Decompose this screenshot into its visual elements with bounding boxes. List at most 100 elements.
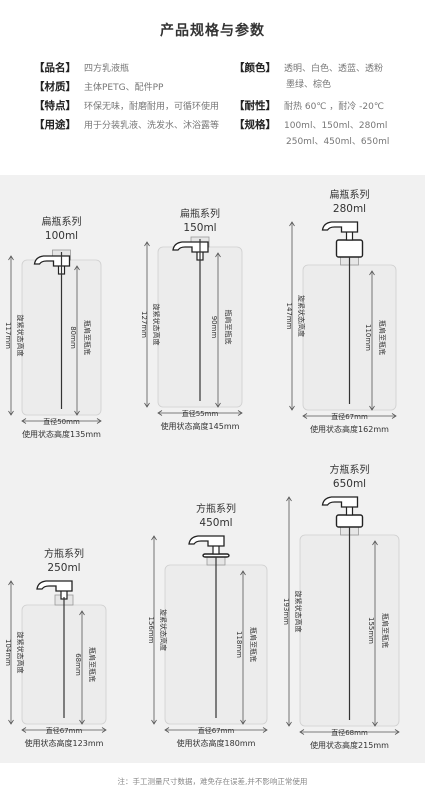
shoulder-dimension-caption: 瓶肩至瓶底 [378,320,387,355]
spec-color-value: 透明、白色、透蓝、透粉 [284,64,384,74]
bottle-capacity-label: 100ml [45,230,78,242]
height-dimension-label: 104mm [4,639,12,666]
height-dimension-caption: 旋紧状态高度 [294,591,303,633]
bottle-series-label: 方瓶系列 [196,502,236,515]
shoulder-dimension-caption: 瓶肩至瓶底 [249,627,258,662]
spec-material: 【材质】主体PETG、配件PP [34,81,163,94]
spec-feature: 【特点】环保无味，耐磨耐用，可循环使用 [34,100,219,113]
shoulder-dimension-line-head-top [240,570,246,576]
height-dimension-label: 127mm [140,311,148,338]
pump-head [172,241,209,253]
height-dimension-line-head-top [151,535,157,541]
use-height-label: 使用状态高度180mm [177,738,256,748]
spec-usage-value: 用于分装乳液、洗发水、沐浴露等 [84,121,220,131]
height-dimension-line-head-bottom [8,410,14,416]
height-dimension-line-head-top [8,580,14,586]
height-dimension-caption: 旋紧状态高度 [16,315,25,357]
bottle-series-label: 方瓶系列 [44,547,84,560]
spec-name-value: 四方乳液瓶 [84,64,130,74]
diameter-dimension-line-head-right [391,413,397,419]
spec-heat: 【耐性】耐热 60℃ ，耐冷 -20℃ [234,100,384,113]
shoulder-dimension-label: 68mm [74,653,82,676]
height-dimension-caption: 旋紧状态高度 [16,632,25,674]
spec-usage: 【用途】用于分装乳液、洗发水、沐浴露等 [34,119,219,132]
bottle-series-label: 扁瓶系列 [42,215,82,228]
shoulder-dimension-label: 80mm [69,326,77,349]
shoulder-dimension-line-head-bottom [240,719,246,725]
spec-material-value: 主体PETG、配件PP [84,83,164,93]
spec-feature-label: 【特点】 [34,100,76,112]
shoulder-dimension-label: 110mm [364,324,372,351]
bottle-capacity-label: 650ml [333,478,366,490]
footer-note: 注：手工测量尺寸数据，难免存在误差,并不影响正常使用 [0,763,425,800]
shoulder-dimension-line-head-bottom [215,402,221,408]
height-dimension-label: 147mm [285,303,293,330]
spec-size-label: 【规格】 [234,119,276,131]
spec-size-line2: 250ml、450ml、650ml [286,137,390,147]
bottle-series-label: 扁瓶系列 [330,188,370,201]
diameter-label: 直径68mm [331,728,368,737]
bottle-series-label: 扁瓶系列 [180,207,220,220]
pump-collar [335,514,364,528]
shoulder-dimension-line-head-top [372,540,378,546]
diameter-dimension-line-head-left [21,727,27,733]
pump-head [36,580,73,592]
diameter-label: 直径67mm [198,726,235,735]
use-height-label: 使用状态高度123mm [25,738,104,748]
spec-name: 【品名】四方乳液瓶 [34,62,129,75]
diameter-dimension-line-head-left [302,413,308,419]
diameter-label: 直径55mm [182,409,219,418]
shoulder-dimension-line-head-bottom [372,721,378,727]
shoulder-dimension-label: 90mm [210,316,218,339]
spec-usage-label: 【用途】 [34,119,76,131]
diameter-dimension-line-head-right [262,727,268,733]
height-dimension-caption: 旋紧状态高度 [297,295,306,337]
shoulder-dimension-line-head-top [215,252,221,258]
height-dimension-label: 156mm [147,617,155,644]
pump-collar [335,239,364,258]
page-title: 产品规格与参数 [160,23,265,39]
shoulder-dimension-line-head-top [79,610,85,616]
height-dimension-label: 117mm [4,322,12,349]
height-dimension-line-head-bottom [8,719,14,725]
spec-color: 【颜色】透明、白色、透蓝、透粉 [234,62,383,75]
diameter-dimension-line-head-left [299,729,305,735]
diameter-label: 直径67mm [46,726,83,735]
shoulder-dimension-caption: 瓶肩至瓶底 [83,320,92,355]
shoulder-dimension-line-head-top [74,265,80,271]
spec-feature-value: 环保无味，耐磨耐用，可循环使用 [84,102,220,112]
bottle-series-label: 方瓶系列 [330,463,370,476]
shoulder-dimension-label: 118mm [235,631,243,658]
shoulder-dimension-label: 155mm [367,617,375,644]
spec-name-label: 【品名】 [34,62,76,74]
shoulder-dimension-line-head-bottom [369,405,375,411]
height-dimension-line-head-bottom [289,405,295,411]
use-height-label: 使用状态高度215mm [310,740,389,750]
bottle-capacity-label: 280ml [333,203,366,215]
height-dimension-line-head-top [8,255,14,261]
pump-head [321,221,359,233]
shoulder-dimension-caption: 瓶肩至瓶底 [224,310,233,345]
diameter-dimension-line-head-left [21,418,27,424]
height-dimension-label: 193mm [282,598,290,625]
diameter-label: 直径67mm [331,412,368,421]
use-height-label: 使用状态高度135mm [22,429,101,439]
pump-head [321,496,359,508]
shoulder-dimension-line-head-bottom [79,719,85,725]
pump-head [33,255,71,267]
pump-head [188,535,225,547]
diameter-dimension-line-head-right [96,418,102,424]
diameter-dimension-line-head-left [157,410,163,416]
height-dimension-caption: 旋紧状态高度 [152,304,161,346]
height-dimension-line-head-top [289,221,295,227]
use-height-label: 使用状态高度162mm [310,424,389,434]
spec-material-label: 【材质】 [34,81,76,93]
use-height-label: 使用状态高度145mm [161,421,240,431]
